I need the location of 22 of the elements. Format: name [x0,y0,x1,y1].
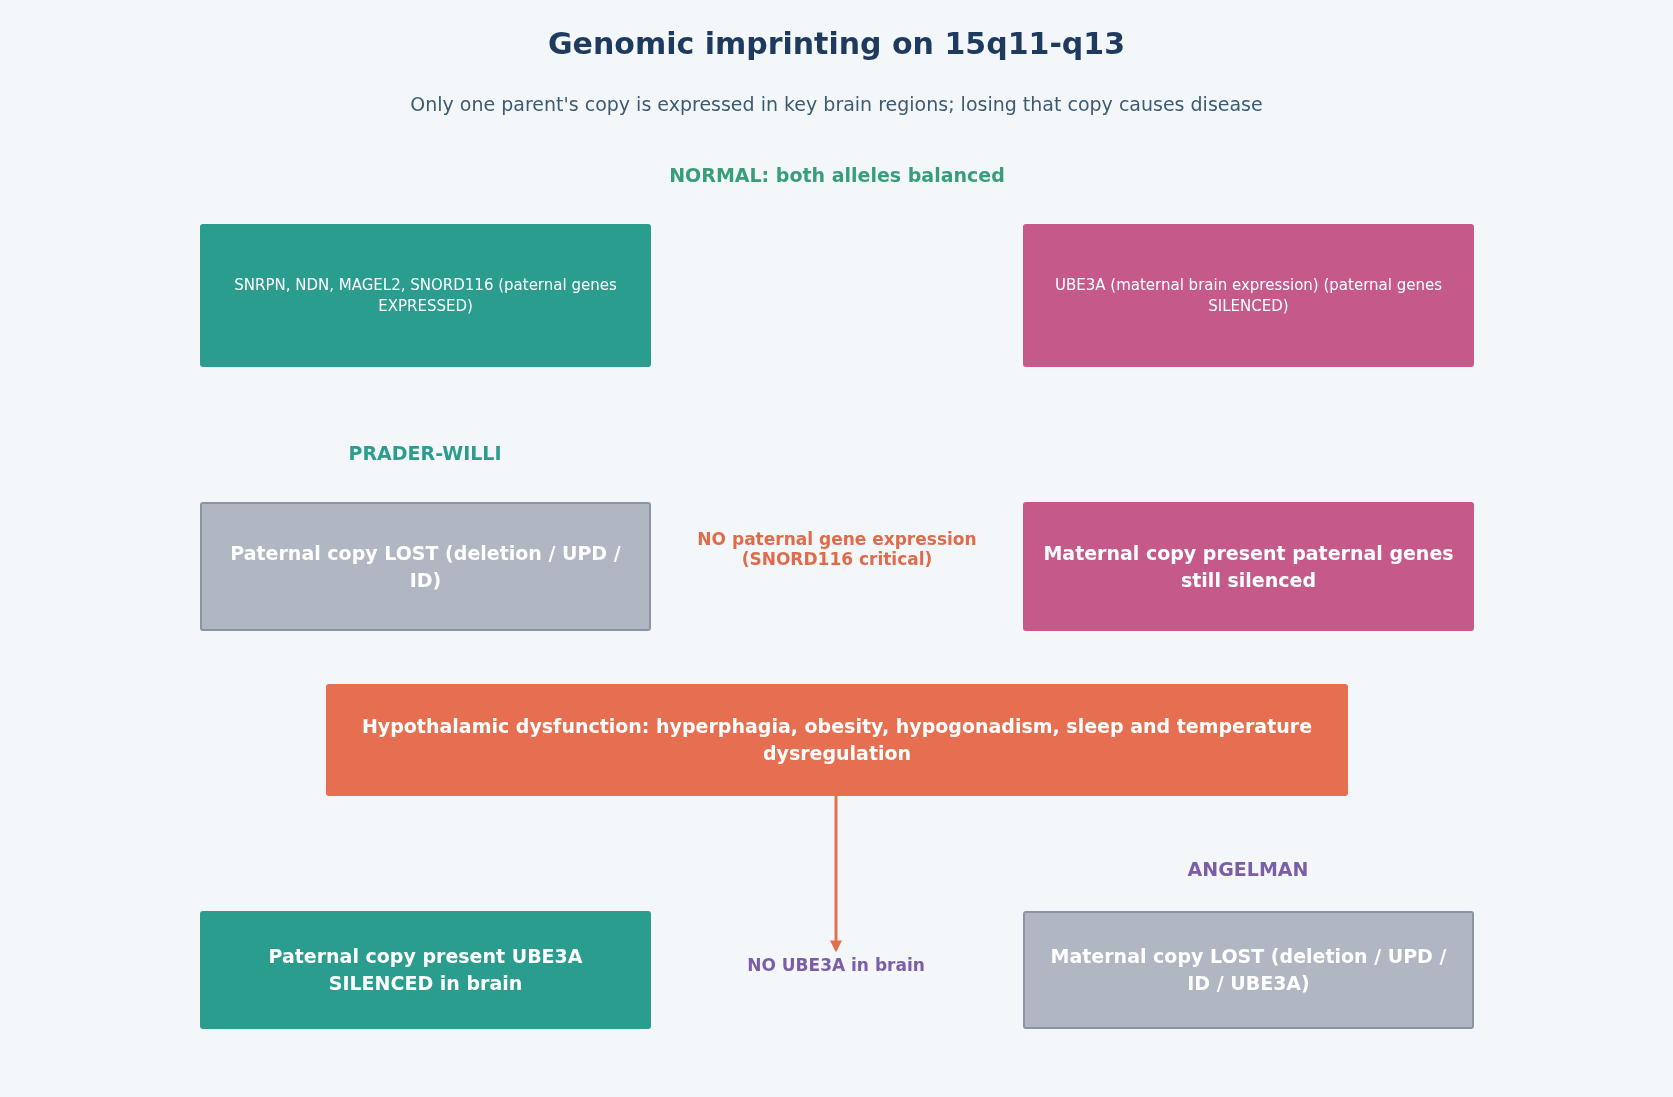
lost-copy-box [1023,911,1474,1029]
section-label: PRADER-WILLI [347,442,503,464]
section-label: NORMAL: both alleles balanced [668,164,1006,186]
section-label: ANGELMAN [1186,858,1310,880]
arrow [830,796,842,953]
annotation-text: NO UBE3A in brain [716,950,956,980]
box-text: Maternal copy LOST (deletion / UPD / ID / UBE3A) [1049,944,1448,996]
section-label: NO paternal gene expression (SNORD116 critical) [696,529,978,569]
gene-box [1023,502,1474,631]
box-text: UBE3A (maternal brain expression) (paternal genes SILENCED) [1054,274,1443,317]
box-text: Paternal copy LOST (deletion / UPD / ID) [229,540,622,593]
box-text: Maternal copy present paternal genes still silenced [1042,540,1455,593]
box-text: SNRPN, NDN, MAGEL2, SNORD116 (paternal genes EXPRESSED) [233,274,618,317]
gene-box [1023,224,1474,367]
gene-box [200,911,651,1029]
title: Genomic imprinting on 15q11-q13 [546,26,1127,61]
outcome-box [326,684,1348,796]
gene-box [200,224,651,367]
lost-copy-box [200,502,651,631]
box-text: Paternal copy present UBE3A SILENCED in brain [267,944,584,996]
subtitle: Only one parent's copy is expressed in key brain regions; losing that copy causes disease [409,93,1264,115]
box-text: Hypothalamic dysfunction: hyperphagia, obesity, hypogonadism, sleep and temperature dysregulation [360,714,1314,766]
